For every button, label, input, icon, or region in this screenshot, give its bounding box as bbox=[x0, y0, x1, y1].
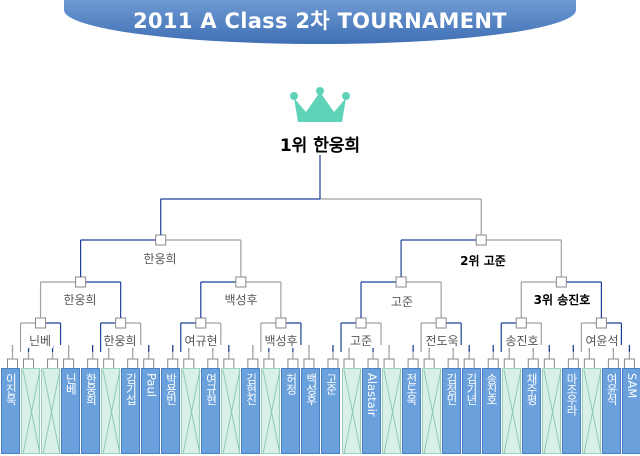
match-box bbox=[555, 276, 567, 288]
player-slot: 김현진 bbox=[241, 368, 261, 454]
player-slot: 채주평 bbox=[521, 368, 541, 454]
match-box bbox=[155, 234, 167, 246]
player-slot: 닌베 bbox=[61, 368, 81, 454]
player-slot: 박용빈 bbox=[161, 368, 181, 454]
player-slot: 한웅희 bbox=[81, 368, 101, 454]
player-name: 전도욱 bbox=[404, 373, 419, 405]
bye-cross-icon bbox=[343, 369, 361, 455]
bye-slot bbox=[41, 368, 61, 455]
bye-cross-icon bbox=[102, 369, 121, 455]
bye-cross-icon bbox=[583, 369, 602, 455]
player-slot: 김기섭 bbox=[121, 368, 141, 454]
player-slot: 이진욱 bbox=[1, 368, 20, 454]
bye-slot bbox=[501, 368, 522, 455]
match-box bbox=[275, 317, 287, 329]
player-name: 고준 bbox=[324, 373, 339, 394]
player-name: 채주평 bbox=[525, 373, 540, 405]
r16-1-winner: 닌베 bbox=[26, 334, 54, 348]
player-slot: 허정 bbox=[281, 368, 301, 454]
player-slot: 전도욱 bbox=[401, 368, 421, 454]
player-slot: 여윤석 bbox=[601, 368, 621, 454]
qf1-winner: 한웅희 bbox=[61, 293, 99, 307]
r16-4-winner: 백성후 bbox=[262, 334, 300, 348]
r16-3-winner: 여규현 bbox=[182, 334, 220, 348]
player-name: 송진호 bbox=[484, 373, 499, 405]
bye-slot bbox=[261, 368, 281, 455]
player-slot: 김정민 bbox=[441, 368, 461, 454]
match-box bbox=[595, 317, 607, 329]
player-name: 여규현 bbox=[204, 373, 219, 405]
bye-slot bbox=[101, 368, 121, 455]
player-slot: Alastair bbox=[361, 368, 381, 454]
bye-cross-icon bbox=[543, 369, 562, 455]
player-name: 김정민 bbox=[444, 373, 459, 405]
r16-6-winner: 전도욱 bbox=[423, 334, 461, 348]
semi-right-winner: 2위 고준 bbox=[458, 254, 508, 268]
player-name: Paul bbox=[144, 373, 159, 397]
player-name: 한웅희 bbox=[84, 373, 99, 405]
match-box bbox=[35, 317, 47, 329]
crown-icon bbox=[290, 87, 350, 122]
bye-cross-icon bbox=[222, 369, 241, 455]
player-name: 백성후 bbox=[304, 373, 319, 405]
player-name: 김현진 bbox=[244, 373, 259, 405]
r16-5-winner: 고준 bbox=[347, 334, 375, 348]
bye-cross-icon bbox=[182, 369, 201, 455]
player-slot: 여규현 bbox=[201, 368, 221, 454]
player-name: 마조우라 bbox=[565, 373, 580, 415]
match-box bbox=[515, 317, 527, 329]
bye-slot bbox=[21, 368, 41, 455]
player-slot: 마조우라 bbox=[561, 368, 581, 454]
bye-cross-icon bbox=[383, 369, 402, 455]
bye-cross-icon bbox=[22, 369, 41, 455]
player-name: 허정 bbox=[284, 373, 299, 394]
match-box bbox=[475, 234, 487, 246]
player-name: Alastair bbox=[364, 373, 379, 417]
match-box bbox=[75, 276, 87, 288]
player-name: SAM bbox=[625, 373, 640, 399]
qf3-winner: 고준 bbox=[388, 295, 416, 309]
match-box bbox=[395, 276, 407, 288]
match-box bbox=[115, 317, 127, 329]
bye-cross-icon bbox=[262, 369, 281, 455]
player-slot: SAM bbox=[621, 368, 640, 454]
match-box bbox=[235, 276, 247, 288]
player-slot: Paul bbox=[141, 368, 161, 454]
player-name: 김기섭 bbox=[124, 373, 139, 405]
player-slot: 송진호 bbox=[481, 368, 501, 454]
bye-cross-icon bbox=[423, 369, 442, 455]
player-name: 김기년 bbox=[464, 373, 479, 405]
bye-slot bbox=[581, 368, 602, 455]
bye-slot bbox=[541, 368, 562, 455]
champion-label: 1위 한웅희 bbox=[279, 136, 361, 156]
player-slot: 김기년 bbox=[461, 368, 481, 454]
bye-slot bbox=[341, 368, 361, 455]
page-title: 2011 A Class 2차 TOURNAMENT bbox=[133, 9, 507, 33]
bye-slot bbox=[381, 368, 402, 455]
player-slot: 백성후 bbox=[301, 368, 321, 454]
r16-2-winner: 한웅희 bbox=[101, 334, 139, 348]
player-name: 닌베 bbox=[64, 373, 79, 394]
semi-left-winner: 한웅희 bbox=[141, 252, 179, 266]
player-name: 박용빈 bbox=[164, 373, 179, 405]
player-name: 여윤석 bbox=[605, 373, 620, 405]
match-box bbox=[355, 317, 367, 329]
r16-7-winner: 송진호 bbox=[503, 334, 541, 348]
bye-slot bbox=[421, 368, 442, 455]
bye-slot bbox=[181, 368, 201, 455]
bye-slot bbox=[221, 368, 241, 455]
player-slot: 고준 bbox=[321, 368, 341, 454]
match-box bbox=[195, 317, 207, 329]
r16-8-winner: 여윤석 bbox=[583, 334, 621, 348]
qf2-winner: 백성후 bbox=[222, 293, 260, 307]
bye-cross-icon bbox=[42, 369, 61, 455]
bye-cross-icon bbox=[503, 369, 522, 455]
qf4-winner: 3위 송진호 bbox=[531, 293, 593, 307]
match-box bbox=[435, 317, 447, 329]
player-name: 이진욱 bbox=[4, 373, 19, 405]
